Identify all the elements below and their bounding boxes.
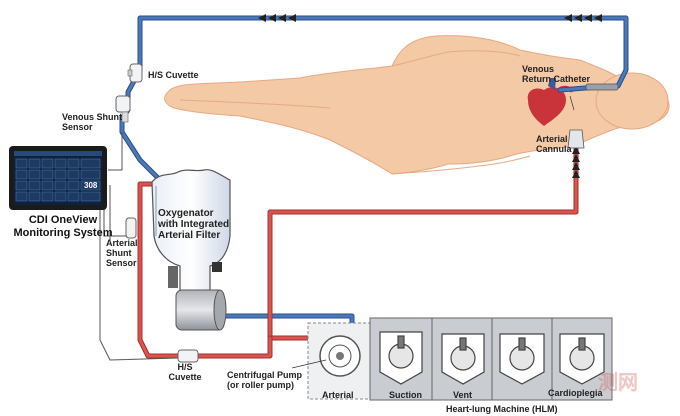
pump-head-icon	[379, 331, 605, 385]
monitor-value: 308	[84, 181, 98, 190]
arterial-shunt-sensor-label: Arterial Shunt Sensor	[106, 238, 138, 268]
pump-vent-label: Vent	[453, 390, 473, 400]
patient-arm-lower	[391, 155, 531, 175]
pump-drive	[175, 289, 227, 331]
hlm-label: Heart-lung Machine (HLM)	[446, 404, 558, 414]
centrifugal-pump-label: Centrifugal Pump (or roller pump)	[227, 370, 303, 390]
pump-arterial-label: Arterial	[322, 390, 354, 400]
patient-leg-divider	[179, 99, 331, 109]
callout-lines	[291, 95, 575, 369]
arterial-cannula-label: Arterial Cannula	[536, 134, 572, 154]
arterial-cannula-device	[567, 129, 585, 149]
venous-shunt-sensor-label: Venous Shunt Sensor	[62, 112, 123, 132]
arterial-shunt-sensor	[125, 217, 137, 239]
patient-head	[595, 72, 669, 130]
pump-cardioplegia-label: Cardioplegia	[548, 388, 603, 398]
patient-arm-upper	[391, 50, 521, 67]
hs-cuvette-top-label: H/S Cuvette	[148, 70, 199, 80]
patient-body	[164, 35, 670, 175]
pump-head-icon	[319, 335, 361, 377]
venous-shunt-sensor	[115, 95, 131, 123]
flow-arrow-icon	[258, 14, 602, 22]
pump-suction-label: Suction	[389, 390, 422, 400]
venous-return-catheter-label: Venous Return Catheter	[522, 64, 591, 84]
oxygenator	[151, 169, 231, 293]
cdi-oneview-monitor: 308	[9, 146, 107, 210]
watermark: 测网	[598, 372, 638, 394]
oxygenator-label: Oxygenator with Integrated Arterial Filt…	[158, 208, 230, 241]
hs-cuvette-bottom	[177, 349, 199, 363]
venous-return-catheter-device	[585, 83, 619, 91]
flow-arrow-icon	[572, 146, 580, 178]
hs-cuvette-top	[127, 63, 143, 83]
hs-cuvette-bottom-label: H/S Cuvette	[168, 362, 202, 382]
monitor-title-label: CDI OneView Monitoring System	[13, 214, 113, 239]
